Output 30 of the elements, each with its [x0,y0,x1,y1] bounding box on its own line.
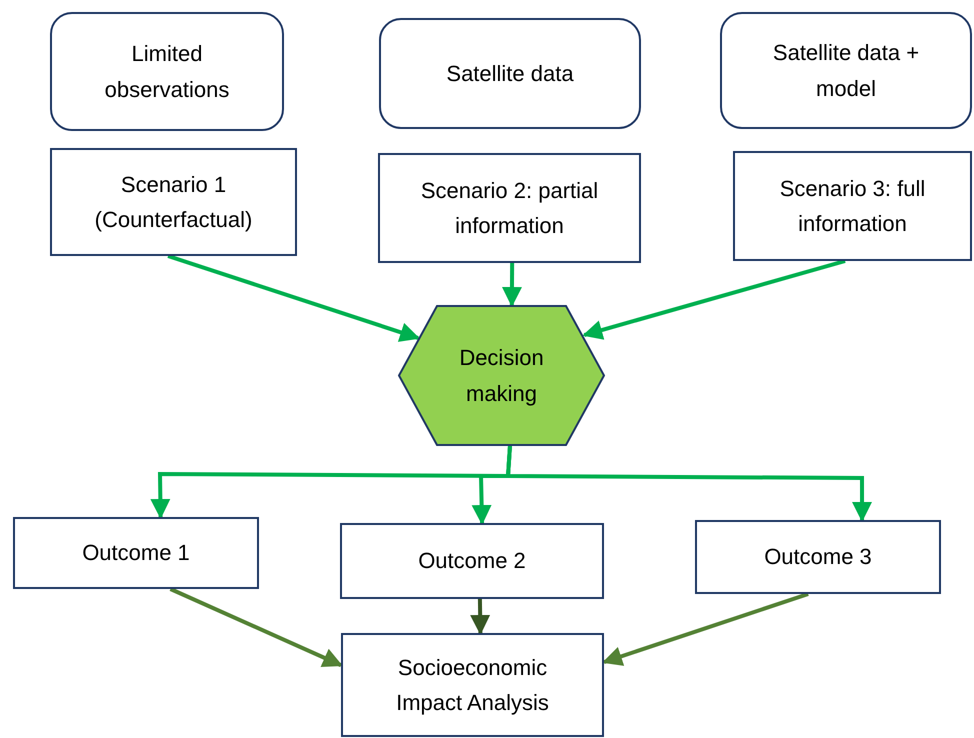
arrow [167,254,420,342]
rounded-box [379,18,641,129]
arrow [170,587,343,668]
node-text: Decision making [458,344,545,408]
node-text: Outcome 1 [82,539,190,568]
process-box [695,520,941,594]
node-text: Satellite data + model [772,39,920,102]
node-text: (Counterfactual) [94,206,252,234]
process-box [13,517,259,589]
arrow [470,598,490,635]
process-box [340,523,604,599]
node-text: Outcome 3 [764,543,872,572]
node-text: Scenario 3: full information [778,174,926,238]
node-text: Satellite data [446,60,574,88]
rounded-box [720,12,972,129]
arrow [582,259,846,340]
rounded-box [50,12,284,131]
node-text: Limited observations [104,40,230,104]
process-box [50,148,297,256]
node-text: Outcome 2 [418,547,526,576]
arrow [502,262,522,307]
arrow [602,592,809,666]
node-text: Scenario 2: partial information [420,176,600,240]
process-box [733,151,972,261]
process-box [378,153,641,263]
process-box [341,633,604,737]
decision-hexagon [398,305,605,446]
node-text: Socioeconomic Impact Analysis [395,654,550,717]
arrow [506,446,872,522]
node-text: Scenario 1 [120,170,226,199]
